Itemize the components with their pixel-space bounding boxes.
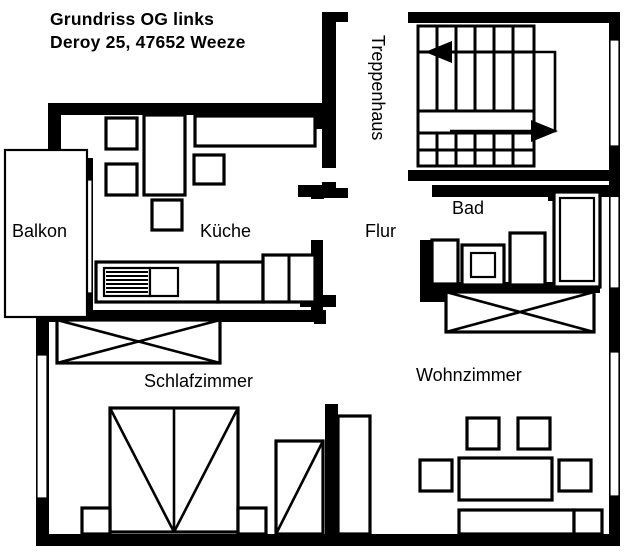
bathroom-fixtures-group: [430, 190, 602, 334]
window-living-right-frame: [609, 351, 620, 497]
room-label-wohnzimmer: Wohnzimmer: [416, 365, 522, 385]
plan-title-block: Grundriss OG links Deroy 25, 47652 Weeze: [50, 9, 246, 52]
title-line-2: Deroy 25, 47652 Weeze: [50, 32, 246, 52]
room-label-kueche: Küche: [200, 221, 251, 241]
window-living-right: [610, 352, 619, 496]
window-stairwell-right: [610, 40, 619, 146]
bedroom-dresser-diagonal: [274, 440, 325, 535]
living-cabinet-tall: [336, 414, 372, 536]
bedroom-nightstand-right: [236, 506, 268, 536]
kitchen-cabinet-4: [150, 198, 184, 232]
room-label-treppenhaus: Treppenhaus: [368, 35, 388, 140]
kitchen-cabinet-1: [104, 116, 139, 151]
kitchen-fridge: [142, 113, 187, 197]
window-bedroom-left-frame: [36, 354, 48, 499]
room-label-flur: Flur: [365, 221, 396, 241]
wall-stair-left-upper: [322, 12, 336, 168]
stair-arrow-down-head: [531, 120, 558, 142]
wall-bath-bottom: [432, 282, 599, 293]
kitchen-stove-burners: [106, 271, 148, 293]
balcony-outline-group: [3, 148, 89, 319]
kitchen-cabinet-2: [104, 162, 139, 197]
living-sofa-end: [572, 508, 604, 536]
wall-stair-left-bottom-return: [322, 188, 348, 198]
bath-washbasin-bowl: [469, 251, 497, 279]
bedroom-furniture-group: [55, 318, 325, 536]
bath-bathtub-inner: [558, 196, 596, 283]
living-chair-1: [465, 416, 501, 451]
bath-fixture-shower: [508, 231, 547, 287]
window-bedroom-left: [37, 355, 47, 498]
bedroom-wardrobe-cross: [56, 318, 221, 365]
wall-kitchen-right-return: [298, 185, 324, 197]
bath-fixture-wc: [430, 238, 460, 286]
wall-stair-top: [408, 12, 620, 23]
title-line-1: Grundriss OG links: [50, 9, 214, 29]
bedroom-bed-duvet: [108, 407, 240, 533]
wall-stair-topleft-stub: [408, 12, 420, 22]
kitchen-counter-mid: [216, 260, 265, 304]
stair-upper-treads: [435, 26, 515, 111]
livingroom-furniture-group: [336, 414, 604, 536]
bedroom-nightstand-left: [80, 506, 112, 536]
kitchen-furniture-group: [94, 113, 317, 304]
kitchen-wall-unit: [193, 114, 317, 148]
living-chair-2: [516, 416, 552, 451]
wall-bedroom-top-right-stub: [314, 310, 326, 324]
staircase-group: [416, 24, 558, 168]
living-side-table-left: [418, 458, 454, 493]
kitchen-cabinet-3: [192, 153, 226, 186]
kitchen-sink: [148, 266, 180, 298]
wall-stair-bottom: [408, 170, 620, 181]
stair-direction-path: [430, 50, 557, 133]
room-label-balkon: Balkon: [12, 221, 67, 241]
window-bath-right: [610, 196, 619, 288]
living-side-table-right: [557, 458, 593, 493]
wall-kitchen-top: [48, 103, 324, 115]
balcony-outline: [3, 148, 89, 319]
bath-cabinet-x-cross: [445, 290, 595, 334]
room-labels-group: Balkon Küche Treppenhaus Flur Bad Schlaf…: [12, 35, 522, 391]
stair-arrow-up-head: [425, 41, 452, 63]
wall-bedroom-living-divider: [325, 404, 338, 546]
room-label-bad: Bad: [452, 198, 484, 218]
wall-bath-left: [420, 240, 433, 302]
wall-stair-left-top-return: [322, 12, 348, 22]
living-sofa: [457, 508, 576, 536]
living-couch-table: [457, 456, 554, 502]
window-stairwell-right-frame: [609, 39, 620, 147]
room-label-schlafzimmer: Schlafzimmer: [144, 371, 253, 391]
